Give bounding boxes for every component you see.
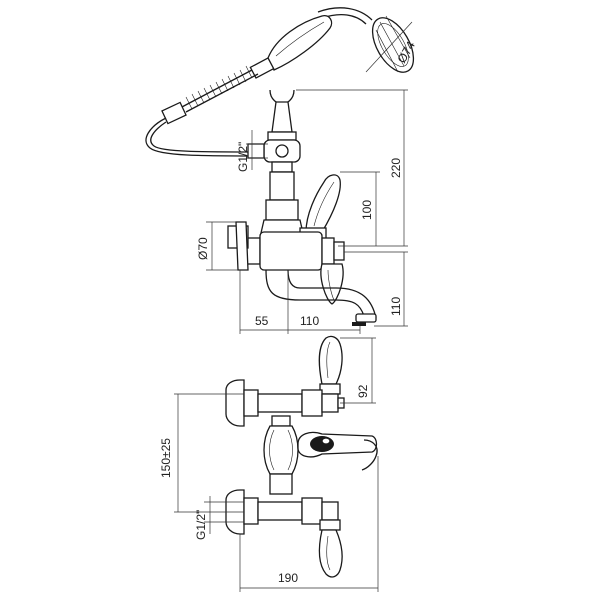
overall-width-label: 190 bbox=[278, 571, 298, 585]
shower-holder bbox=[267, 89, 297, 141]
spout-height-label: 110 bbox=[389, 297, 403, 316]
escutcheon-diameter-label: Ø70 bbox=[196, 237, 210, 260]
shower-hose bbox=[145, 65, 269, 157]
diverter-body bbox=[247, 139, 307, 247]
spout bbox=[265, 269, 377, 326]
wall-escutcheon bbox=[227, 221, 249, 271]
front-lower-inlet bbox=[225, 489, 339, 535]
inlet-thread-label: G1/2" bbox=[194, 510, 208, 540]
handle-height-label: 100 bbox=[360, 200, 374, 220]
hose-thread-label: G1/2" bbox=[236, 142, 250, 172]
front-view-dimensions: 92 150±25 G1/2" 190 bbox=[159, 337, 379, 592]
overall-height-label: 220 bbox=[389, 158, 403, 178]
front-view: 92 150±25 G1/2" 190 bbox=[159, 335, 379, 592]
center-distance-label: 150±25 bbox=[159, 438, 173, 478]
front-upper-handle bbox=[318, 335, 343, 395]
shower-handle bbox=[249, 15, 333, 79]
side-view-dimensions: Ø74 G1/2" 220 100 Ø70 55 bbox=[196, 21, 418, 334]
mixer-body bbox=[245, 231, 345, 305]
spout-reach-label: 110 bbox=[300, 314, 319, 328]
upper-handle-height-label: 92 bbox=[356, 384, 370, 398]
front-lower-handle bbox=[318, 519, 343, 578]
side-view: Ø74 G1/2" 220 100 Ø70 55 bbox=[145, 7, 418, 334]
front-body bbox=[263, 415, 378, 495]
wall-offset-label: 55 bbox=[255, 314, 269, 328]
